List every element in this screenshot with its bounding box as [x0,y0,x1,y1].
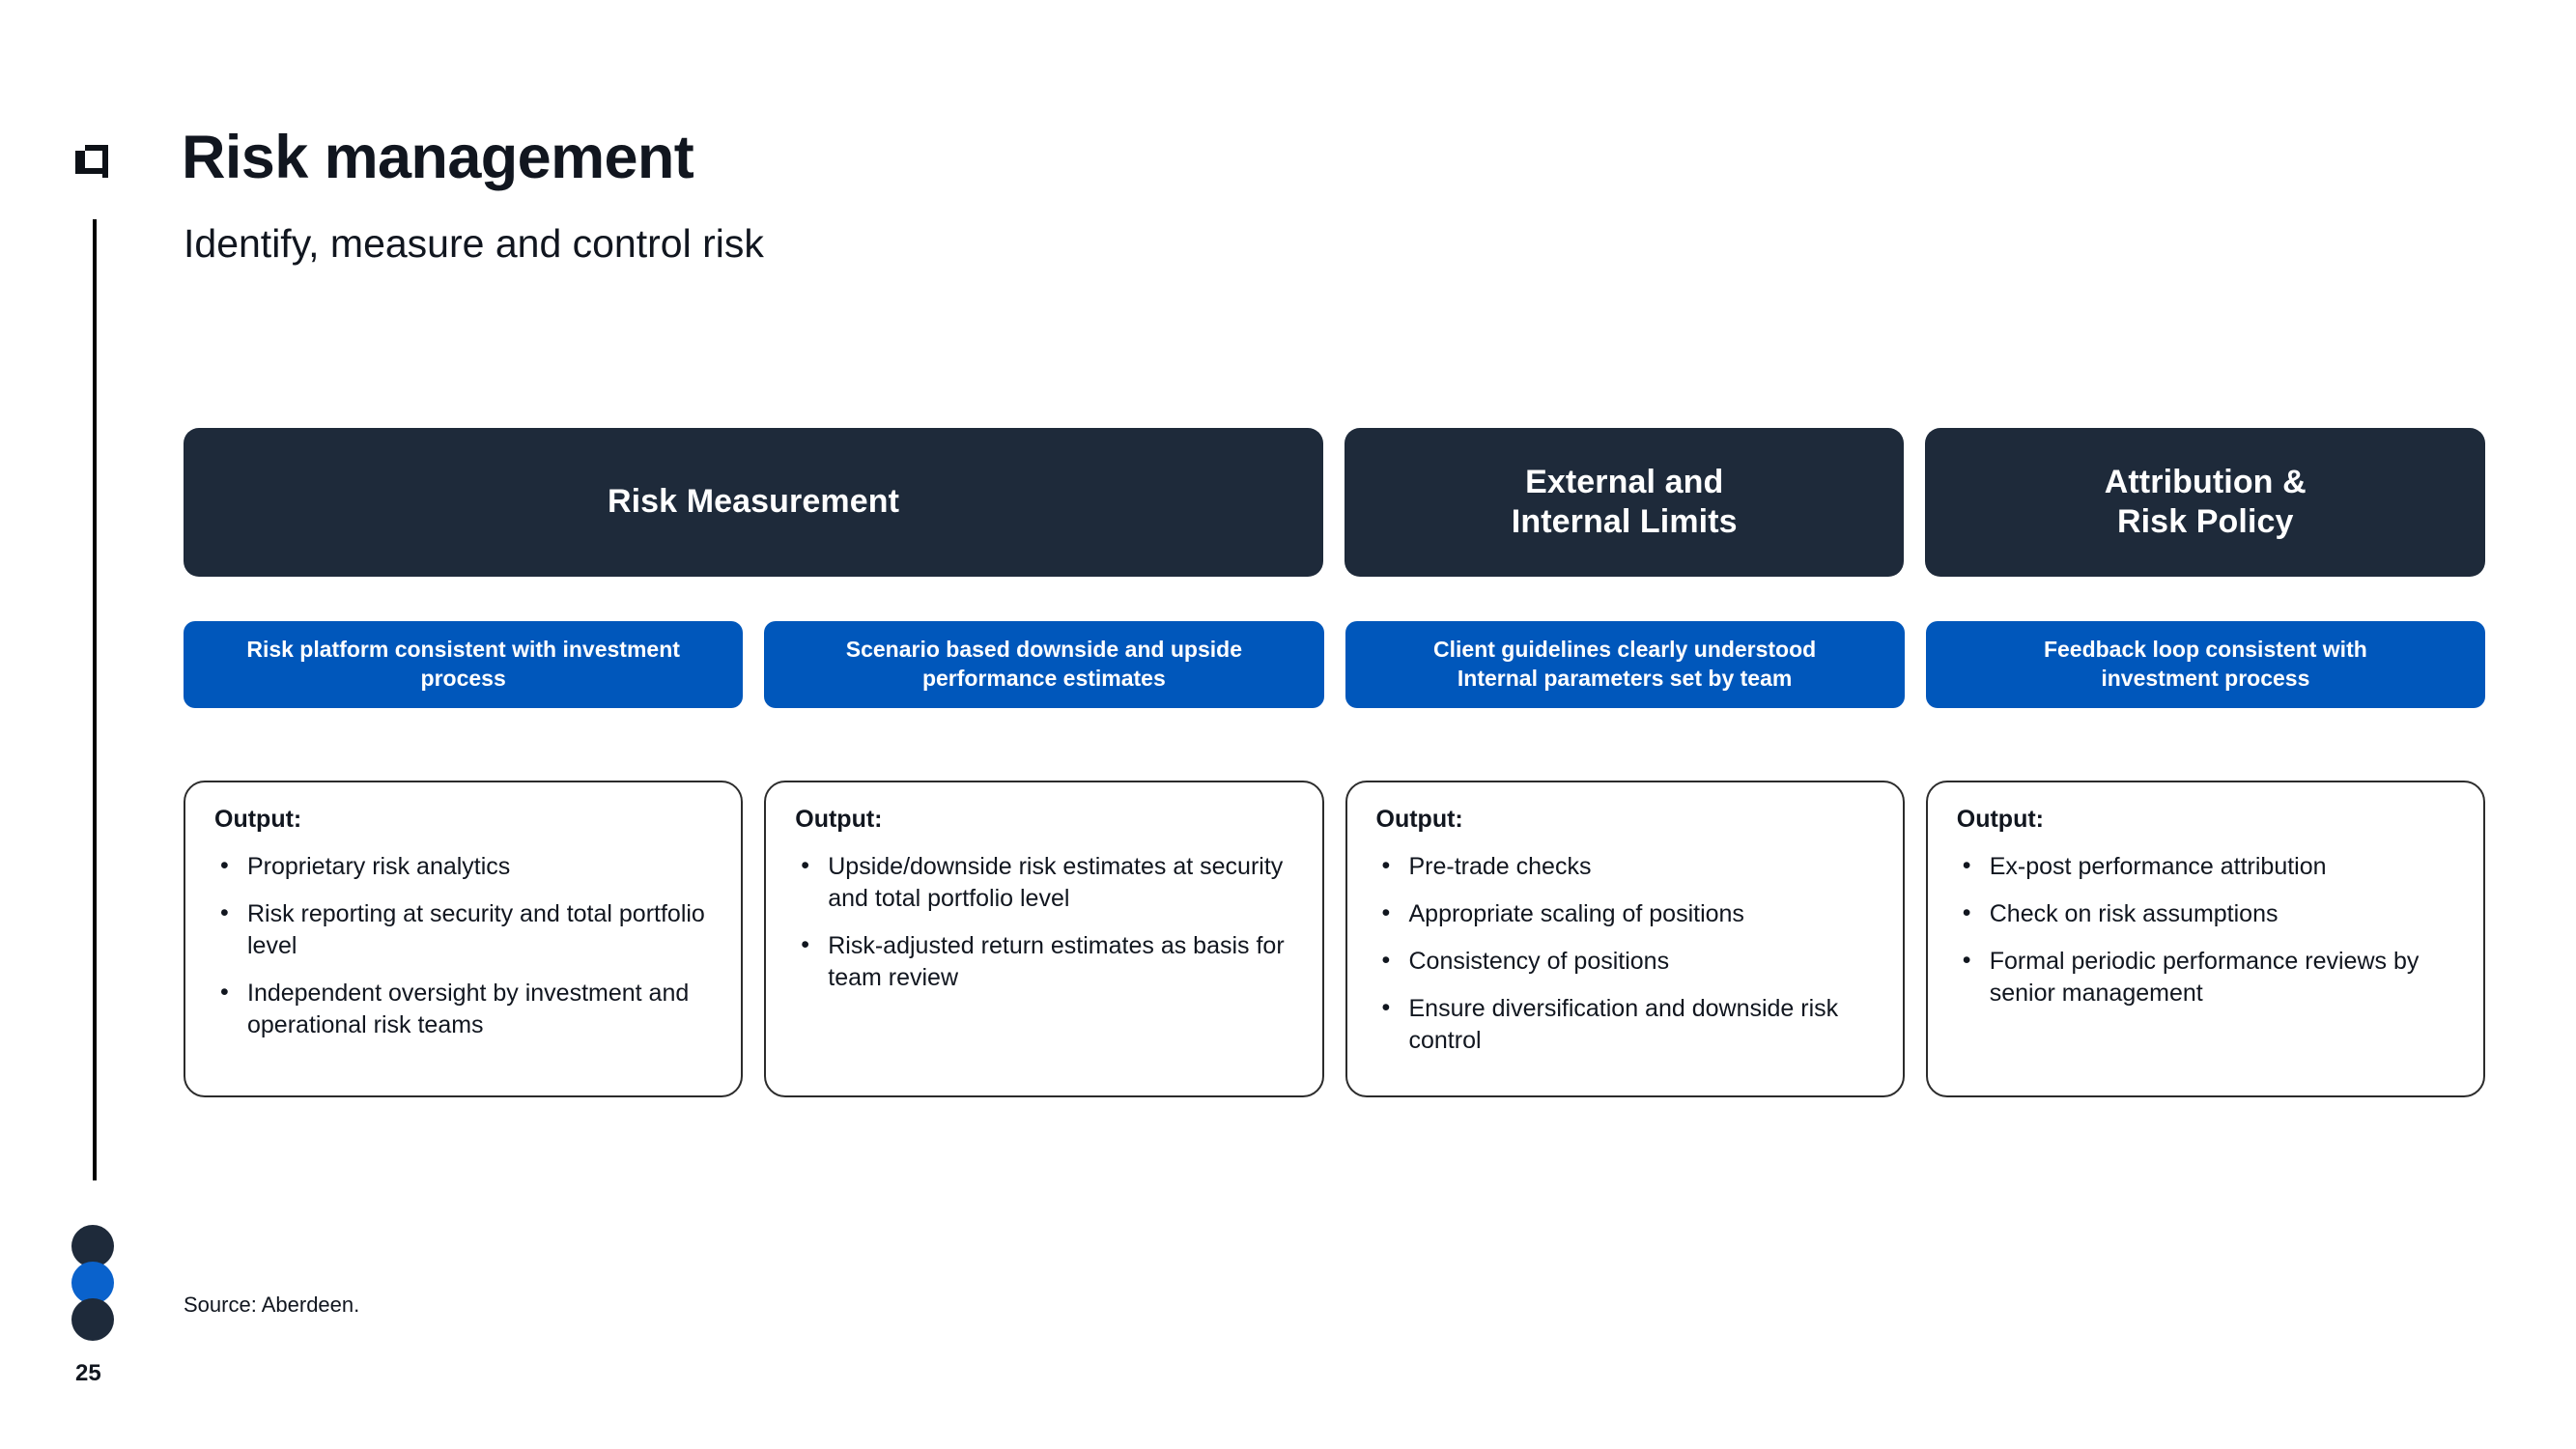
dot-navy-top-icon [71,1225,114,1267]
output-card-row: Output: Proprietary risk analytics Risk … [184,781,2485,1097]
blue-bar-scenario-based: Scenario based downside and upside perfo… [764,621,1324,708]
blue-bar-text: Client guidelines clearly understood Int… [1433,636,1816,694]
pillar-header-row: Risk Measurement External and Internal L… [184,428,2486,577]
pillar-header-risk-measurement: Risk Measurement [184,428,1323,577]
blue-bar-line1: Feedback loop consistent with [2043,637,2367,663]
pillar-header-label: External and Internal Limits [1512,463,1738,543]
list-item: Pre-trade checks [1376,850,1878,883]
pillar-header-line2: Internal Limits [1511,503,1738,540]
output-card-attribution-risk-policy: Output: Ex-post performance attribution … [1925,781,2485,1097]
blue-descriptor-row: Risk platform consistent with investment… [184,621,2485,708]
list-item: Risk reporting at security and total por… [214,897,716,962]
pillar-header-label: Attribution & Risk Policy [2105,463,2307,543]
list-item: Check on risk assumptions [1957,897,2458,930]
output-label: Output: [1375,806,1463,833]
blue-bar-line2: Internal parameters set by team [1457,666,1793,691]
list-item: Ensure diversification and downside risk… [1376,992,1878,1057]
pillar-header-external-internal-limits: External and Internal Limits [1344,428,1905,577]
left-vertical-rule [93,219,97,1180]
blue-bar-client-guidelines: Client guidelines clearly understood Int… [1345,621,1905,708]
blue-bar-text: Feedback loop consistent with investment… [2044,636,2367,694]
output-card-risk-measurement-2: Output: Upside/downside risk estimates a… [764,781,1324,1097]
pillar-header-line1: External and [1525,463,1724,500]
page-subtitle: Identify, measure and control risk [184,221,764,266]
blue-bar-text: Risk platform consistent with investment… [246,636,680,694]
output-list: Pre-trade checks Appropriate scaling of … [1376,850,1878,1057]
pillar-header-label: Risk Measurement [607,483,899,521]
list-item: Consistency of positions [1376,945,1878,978]
output-card-risk-measurement-1: Output: Proprietary risk analytics Risk … [184,781,744,1097]
list-item: Upside/downside risk estimates at securi… [795,850,1296,915]
output-label: Output: [1956,806,2044,833]
blue-bar-line1: Scenario based downside and upside [845,637,1242,663]
blue-bar-line2: performance estimates [921,666,1166,691]
output-list: Ex-post performance attribution Check on… [1957,850,2458,1009]
dot-blue-middle-icon [71,1262,114,1304]
list-item: Independent oversight by investment and … [214,977,716,1041]
aberdeen-logo-icon [70,135,114,180]
list-item: Ex-post performance attribution [1957,850,2458,883]
blue-bar-line1: Risk platform consistent with investment [246,637,680,663]
footer-dot-group [71,1225,114,1341]
list-item: Formal periodic performance reviews by s… [1957,945,2458,1009]
output-list: Upside/downside risk estimates at securi… [795,850,1296,994]
blue-bar-line2: investment process [2101,666,2310,691]
output-label: Output: [795,806,883,833]
list-item: Proprietary risk analytics [214,850,716,883]
dot-navy-bottom-icon [71,1298,114,1341]
page-title: Risk management [182,124,694,191]
pillar-header-line1: Attribution & [2104,463,2307,500]
blue-bar-risk-platform: Risk platform consistent with investment… [184,621,744,708]
pillar-header-line2: Risk Policy [2116,503,2294,540]
blue-bar-line1: Client guidelines clearly understood [1433,637,1817,663]
blue-bar-text: Scenario based downside and upside perfo… [846,636,1242,694]
blue-bar-feedback-loop: Feedback loop consistent with investment… [1925,621,2485,708]
list-item: Appropriate scaling of positions [1376,897,1878,930]
output-label: Output: [214,806,302,833]
source-note: Source: Aberdeen. [184,1293,360,1317]
output-card-external-internal-limits: Output: Pre-trade checks Appropriate sca… [1345,781,1905,1097]
pillar-header-attribution-risk-policy: Attribution & Risk Policy [1925,428,2486,577]
output-list: Proprietary risk analytics Risk reportin… [214,850,716,1041]
page-number: 25 [75,1360,101,1386]
blue-bar-line2: process [420,666,506,691]
list-item: Risk-adjusted return estimates as basis … [795,929,1296,994]
